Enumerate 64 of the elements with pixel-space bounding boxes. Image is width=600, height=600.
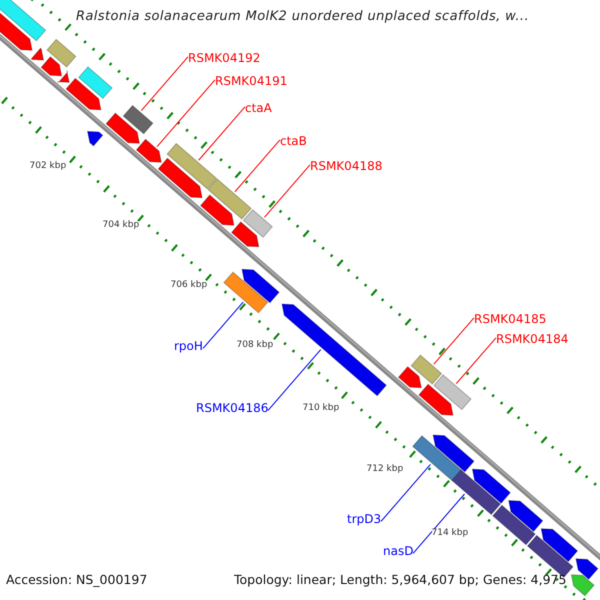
gene-feature — [78, 66, 113, 100]
title: Ralstonia solanacearum MolK2 unordered unplaced scaffolds, w... — [76, 10, 529, 23]
scale-label: 706 kbp — [170, 281, 208, 290]
leader-line — [264, 164, 310, 218]
gene-label: RSMK04186 — [196, 402, 268, 414]
leader-line — [156, 79, 216, 148]
gene-label: nasD — [383, 545, 414, 557]
gene-feature — [570, 574, 595, 596]
gene-feature — [105, 112, 140, 144]
gene-feature — [540, 528, 578, 562]
gene-feature — [418, 384, 454, 416]
gene-feature — [0, 0, 46, 42]
gene-feature — [433, 374, 472, 410]
gene-feature — [451, 469, 502, 516]
gene-feature — [86, 130, 104, 147]
gene-feature — [432, 434, 475, 472]
gene-feature — [492, 504, 536, 546]
gene-feature — [575, 558, 599, 580]
scale-label: 708 kbp — [236, 341, 274, 350]
gene-label: ctaB — [280, 135, 307, 147]
gene-feature — [207, 178, 252, 220]
gene-label: ctaA — [245, 102, 272, 114]
leader-line — [234, 139, 280, 192]
leader-line — [456, 337, 496, 384]
gene-feature — [136, 138, 162, 163]
gene-feature — [410, 354, 442, 385]
gene-feature — [46, 38, 76, 68]
gene-feature — [65, 78, 102, 110]
gene-feature — [56, 70, 70, 84]
gene-label: rpoH — [174, 340, 203, 352]
gene-feature — [412, 435, 462, 482]
gene-label: RSMK04191 — [215, 75, 288, 87]
gene-feature — [398, 366, 422, 388]
footer-text: Accession: NS_000197 — [6, 574, 148, 586]
leader-line — [202, 302, 244, 349]
leader-line — [140, 56, 188, 112]
gene-feature — [200, 194, 235, 226]
gene-feature — [242, 209, 273, 238]
scale-label: 704 kbp — [102, 221, 140, 230]
gene-feature — [122, 104, 154, 134]
gene-feature — [30, 48, 44, 61]
leader-line — [198, 106, 246, 161]
gene-label: RSMK04188 — [310, 160, 382, 172]
footer-text: Topology: linear; Length: 5,964,607 bp; Genes: 4,975 — [234, 574, 566, 586]
gene-label: RSMK04184 — [496, 333, 568, 345]
gene-feature — [508, 500, 544, 532]
gene-label: RSMK04192 — [188, 52, 260, 64]
scale-label: 702 kbp — [30, 162, 66, 171]
leader-line — [412, 494, 465, 554]
scale-label: 712 kbp — [366, 465, 404, 474]
gene-feature — [241, 268, 280, 304]
leader-line — [433, 317, 474, 365]
gene-label: RSMK04185 — [474, 313, 546, 325]
gene-feature — [472, 468, 511, 504]
gene-feature — [281, 303, 387, 396]
leader-line — [380, 464, 431, 522]
scale-label: 714 kbp — [432, 529, 468, 538]
leader-line — [268, 349, 322, 411]
gene-label: trpD3 — [347, 513, 382, 525]
gene-feature — [40, 56, 62, 76]
gene-feature — [158, 158, 203, 198]
gene-feature — [223, 271, 268, 314]
gene-feature — [230, 221, 260, 248]
gene-feature — [166, 142, 218, 190]
